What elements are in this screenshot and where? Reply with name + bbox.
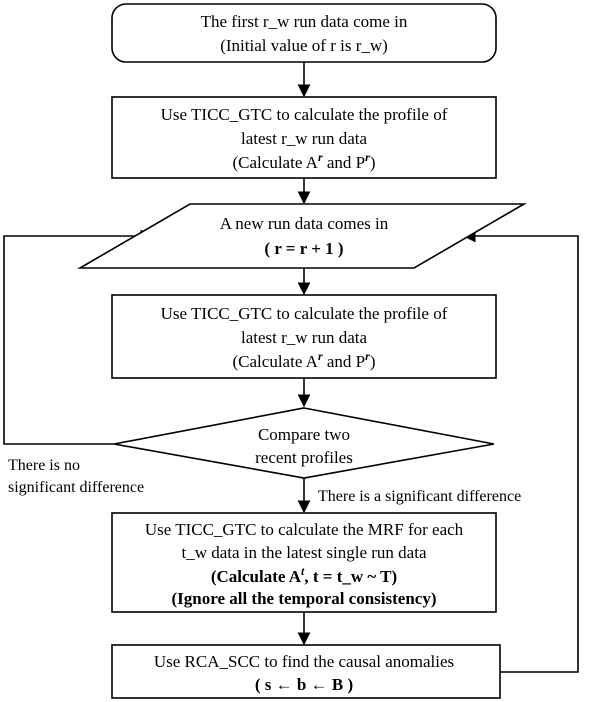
mrf-line-1: Use TICC_GTC to calculate the MRF for ea… [145, 520, 464, 539]
ticc-repeat-line-3-start: (Calculate A [233, 352, 319, 371]
edge-label-difference: There is a significant difference [318, 488, 521, 505]
rca-node: Use RCA_SCC to find the causal anomalies… [111, 644, 501, 699]
ticc-repeat-sup-p: r [365, 349, 370, 363]
ticc-repeat-line-2: latest r_w run data [241, 328, 367, 347]
ticc-repeat-line-3: (Calculate Ar and Pr) [233, 349, 376, 371]
mrf-line-4: (Ignore all the temporal consistency) [171, 589, 436, 608]
ticc-first-line-2: latest r_w run data [241, 129, 367, 148]
mrf-line-2: t_w data in the latest single run data [181, 543, 426, 562]
ticc-first-node: Use TICC_GTC to calculate the profile of… [111, 96, 497, 179]
new-run-line-2: ( r = r + 1 ) [264, 239, 343, 258]
mrf-line-3: (Calculate At, t = t_w ~ T) [211, 564, 397, 586]
ticc-first-line-3: (Calculate Ar and Pr) [233, 150, 376, 172]
ticc-repeat-line-3-end: ) [370, 352, 376, 371]
start-node-line-1: The first r_w run data come in [201, 12, 408, 31]
compare-line-1: Compare two [258, 425, 350, 444]
mrf-line-3-start: (Calculate A [211, 567, 302, 586]
ticc-first-line-3-start: (Calculate A [233, 153, 319, 172]
ticc-repeat-line-1: Use TICC_GTC to calculate the profile of [161, 304, 448, 323]
ticc-repeat-line-3-mid: and P [323, 352, 366, 371]
edge-label-no-difference-1: There is no [8, 457, 80, 474]
ticc-first-sup-p: r [365, 150, 370, 164]
mrf-sup-t: t [301, 564, 305, 578]
edge-rca-loop-back [462, 229, 579, 673]
new-run-line-1: A new run data comes in [220, 214, 389, 233]
start-node-line-2: (Initial value of r is r_w) [220, 36, 388, 55]
edge-label-no-difference-2: significant difference [8, 479, 144, 496]
compare-node: Compare two recent profiles [113, 407, 495, 479]
edge-no-difference-loop [3, 229, 154, 445]
ticc-first-sup-a: r [318, 150, 323, 164]
rca-line-1: Use RCA_SCC to find the causal anomalies [154, 652, 454, 671]
new-run-node: A new run data comes in ( r = r + 1 ) [77, 203, 527, 269]
start-node: The first r_w run data come in (Initial … [111, 3, 497, 63]
compare-line-2: recent profiles [255, 448, 353, 467]
ticc-repeat-node: Use TICC_GTC to calculate the profile of… [111, 294, 497, 379]
rca-line-2: ( s ← b ← B ) [255, 675, 353, 694]
mrf-node: Use TICC_GTC to calculate the MRF for ea… [111, 512, 497, 613]
ticc-repeat-sup-a: r [318, 349, 323, 363]
ticc-first-line-1: Use TICC_GTC to calculate the profile of [161, 105, 448, 124]
mrf-line-3-end: , t = t_w ~ T) [304, 567, 397, 586]
ticc-first-line-3-end: ) [370, 153, 376, 172]
ticc-first-line-3-mid: and P [323, 153, 366, 172]
